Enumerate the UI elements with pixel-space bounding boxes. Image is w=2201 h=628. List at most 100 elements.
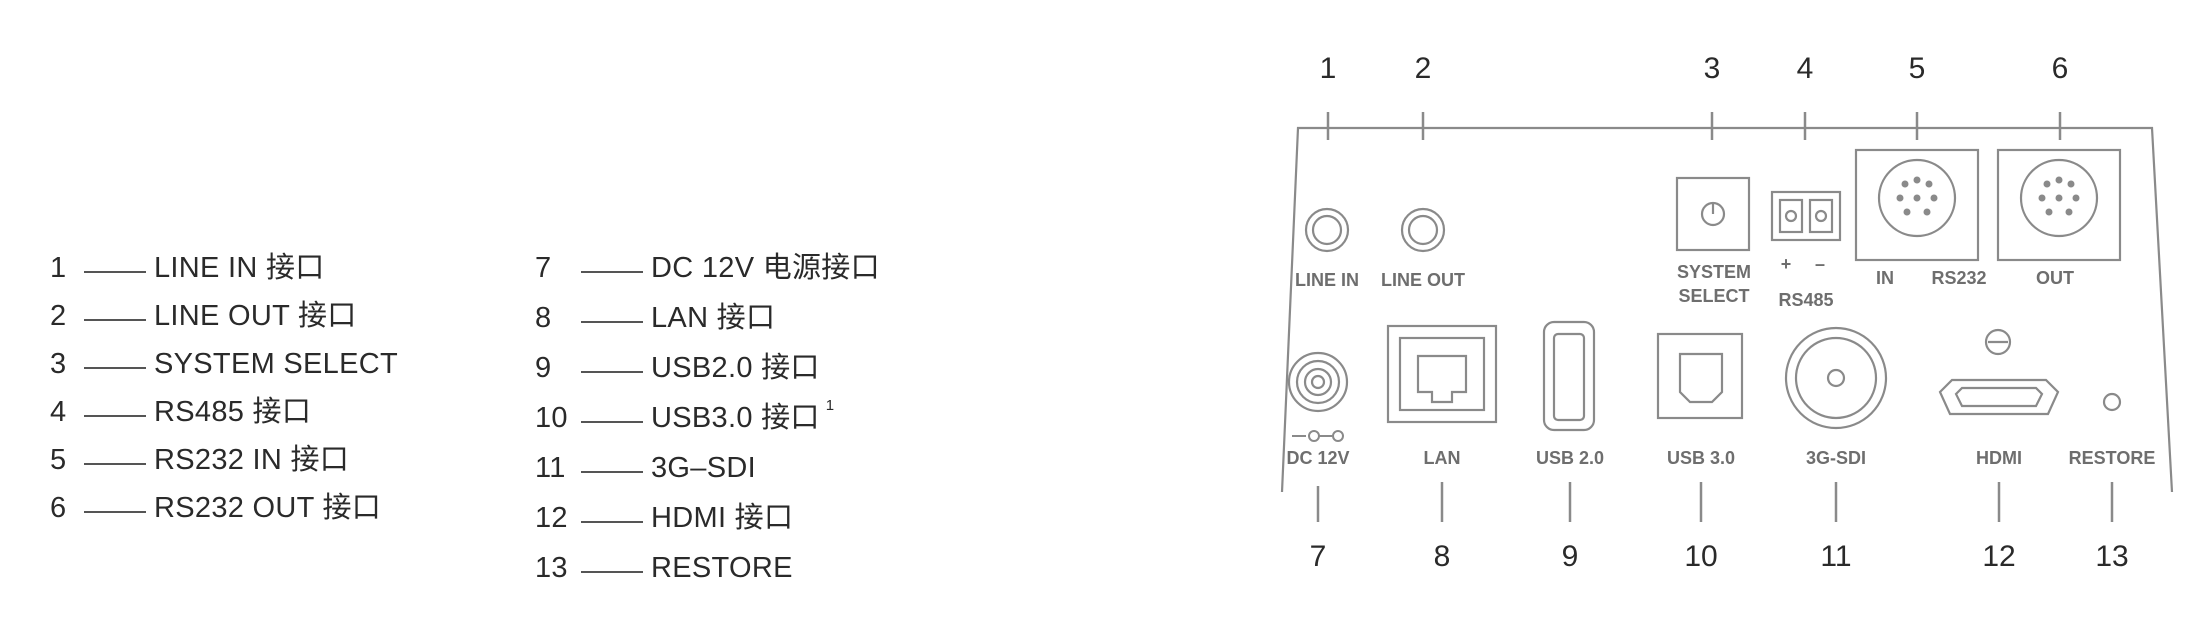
restore-pinhole-icon bbox=[2102, 392, 2122, 412]
legend-leader-line bbox=[581, 371, 643, 373]
legend-item-number: 11 bbox=[535, 452, 566, 484]
legend-item: 1 LINE IN 接口 bbox=[50, 244, 325, 292]
port-label-rs232-out: OUT bbox=[2036, 268, 2074, 288]
legend-item-number: 5 bbox=[50, 444, 67, 476]
dc-power-jack-icon bbox=[1287, 351, 1349, 413]
bnc-sdi-connector-icon bbox=[1784, 326, 1888, 430]
callout-number: 3 bbox=[1704, 52, 1721, 85]
dc-polarity-icon bbox=[1292, 430, 1344, 442]
port-label-rs485: RS485 bbox=[1778, 290, 1833, 310]
legend-item: 12 HDMI 接口 bbox=[535, 494, 793, 542]
legend-item: 8 LAN 接口 bbox=[535, 294, 775, 342]
legend-item-label: RESTORE bbox=[651, 552, 793, 584]
callout-number: 8 bbox=[1434, 540, 1451, 573]
legend-item-number: 8 bbox=[535, 302, 552, 334]
callout-number: 13 bbox=[2095, 540, 2128, 573]
line-out-jack-icon bbox=[1400, 207, 1446, 253]
system-select-knob-icon bbox=[1675, 176, 1751, 252]
legend-item-label: USB2.0 接口 bbox=[651, 352, 820, 384]
callout-number: 2 bbox=[1415, 52, 1432, 85]
legend-leader-line bbox=[84, 415, 146, 417]
callout-number: 10 bbox=[1684, 540, 1717, 573]
port-label-select: SELECT bbox=[1678, 286, 1749, 306]
hdmi-port-icon bbox=[1938, 328, 2060, 416]
rs232-in-connector-icon bbox=[1854, 148, 1980, 262]
legend-leader-line bbox=[581, 521, 643, 523]
legend-item: 13 RESTORE bbox=[535, 544, 793, 592]
port-label-line-out: LINE OUT bbox=[1381, 270, 1465, 290]
port-label-line-in: LINE IN bbox=[1295, 270, 1359, 290]
legend-item-label: HDMI 接口 bbox=[651, 502, 794, 534]
legend-leader-line bbox=[84, 511, 146, 513]
port-label-system: SYSTEM bbox=[1677, 262, 1751, 282]
usb-3-port-icon bbox=[1656, 332, 1744, 420]
port-label-restore: RESTORE bbox=[2069, 448, 2156, 468]
legend-item-label: RS232 OUT 接口 bbox=[154, 492, 382, 524]
callout-number: 7 bbox=[1310, 540, 1327, 573]
callout-number: 11 bbox=[1820, 540, 1851, 573]
legend-item: 5 RS232 IN 接口 bbox=[50, 436, 349, 484]
legend-leader-line bbox=[581, 271, 643, 273]
callout-number: 1 bbox=[1320, 52, 1337, 85]
callout-number: 6 bbox=[2052, 52, 2069, 85]
legend-item-number: 10 bbox=[535, 402, 568, 434]
legend-item-number: 4 bbox=[50, 396, 67, 428]
usb-2-port-icon bbox=[1542, 320, 1596, 432]
mini-din-pins-icon bbox=[1896, 176, 2080, 216]
legend-item: 9 USB2.0 接口 bbox=[535, 344, 820, 392]
legend-item-label: LINE IN 接口 bbox=[154, 252, 325, 284]
legend-item: 3 SYSTEM SELECT bbox=[50, 340, 398, 388]
port-label-usb20: USB 2.0 bbox=[1536, 448, 1604, 468]
legend-item-label: DC 12V 电源接口 bbox=[651, 252, 880, 284]
legend-item-label: SYSTEM SELECT bbox=[154, 348, 399, 380]
callout-number: 4 bbox=[1797, 52, 1814, 85]
panel-outline bbox=[1280, 126, 2174, 493]
legend-item-number: 6 bbox=[50, 492, 67, 524]
legend-item-label: LINE OUT 接口 bbox=[154, 300, 357, 332]
legend-item-number: 13 bbox=[535, 552, 568, 584]
legend-item: 11 3G–SDI bbox=[535, 444, 756, 492]
rear-panel-diagram: 1 2 3 4 5 6 7 8 9 10 11 12 13 bbox=[1280, 52, 2174, 573]
legend-leader-line bbox=[84, 319, 146, 321]
port-label-hdmi: HDMI bbox=[1976, 448, 2022, 468]
legend-leader-line bbox=[84, 271, 146, 273]
legend-item-number: 9 bbox=[535, 352, 552, 384]
legend-item-number: 1 bbox=[50, 252, 67, 284]
legend-item: 10 USB3.0 接口 1 bbox=[535, 394, 834, 442]
legend-leader-line bbox=[581, 471, 643, 473]
legend-leader-line bbox=[581, 421, 643, 423]
port-label-sdi: 3G-SDI bbox=[1806, 448, 1866, 468]
line-in-jack-icon bbox=[1304, 207, 1350, 253]
legend-item-label: 3G–SDI bbox=[651, 452, 756, 484]
port-label-usb30: USB 3.0 bbox=[1667, 448, 1735, 468]
lan-port-icon bbox=[1386, 324, 1498, 424]
legend-item-number: 7 bbox=[535, 252, 552, 284]
port-label-rs232-in: IN bbox=[1876, 268, 1894, 288]
port-label-dc12v: DC 12V bbox=[1286, 448, 1349, 468]
port-label-rs485-plus: + bbox=[1781, 254, 1792, 274]
port-label-rs485-minus: – bbox=[1815, 254, 1825, 274]
legend-item-label: RS485 接口 bbox=[154, 396, 312, 428]
legend-item-number: 3 bbox=[50, 348, 67, 380]
legend-item: 4 RS485 接口 bbox=[50, 388, 311, 436]
legend-item-number: 12 bbox=[535, 502, 568, 534]
port-label-lan: LAN bbox=[1424, 448, 1461, 468]
legend-item-number: 2 bbox=[50, 300, 67, 332]
legend-leader-line bbox=[84, 463, 146, 465]
legend-leader-line bbox=[84, 367, 146, 369]
port-label-rs232: RS232 bbox=[1931, 268, 1986, 288]
legend-item-label: LAN 接口 bbox=[651, 302, 776, 334]
callout-number: 9 bbox=[1562, 540, 1579, 573]
callout-number: 12 bbox=[1982, 540, 2015, 573]
legend-item: 7 DC 12V 电源接口 bbox=[535, 244, 880, 292]
rs232-out-connector-icon bbox=[1996, 148, 2122, 262]
legend-item: 2 LINE OUT 接口 bbox=[50, 292, 357, 340]
legend-leader-line bbox=[581, 321, 643, 323]
legend-item-label: USB3.0 接口 bbox=[651, 402, 820, 434]
legend-item: 6 RS232 OUT 接口 bbox=[50, 484, 381, 532]
footnote-marker: 1 bbox=[825, 397, 835, 414]
rs485-terminal-icon bbox=[1770, 190, 1842, 242]
legend-leader-line bbox=[581, 571, 643, 573]
callout-number: 5 bbox=[1909, 52, 1926, 85]
legend-item-label: RS232 IN 接口 bbox=[154, 444, 350, 476]
